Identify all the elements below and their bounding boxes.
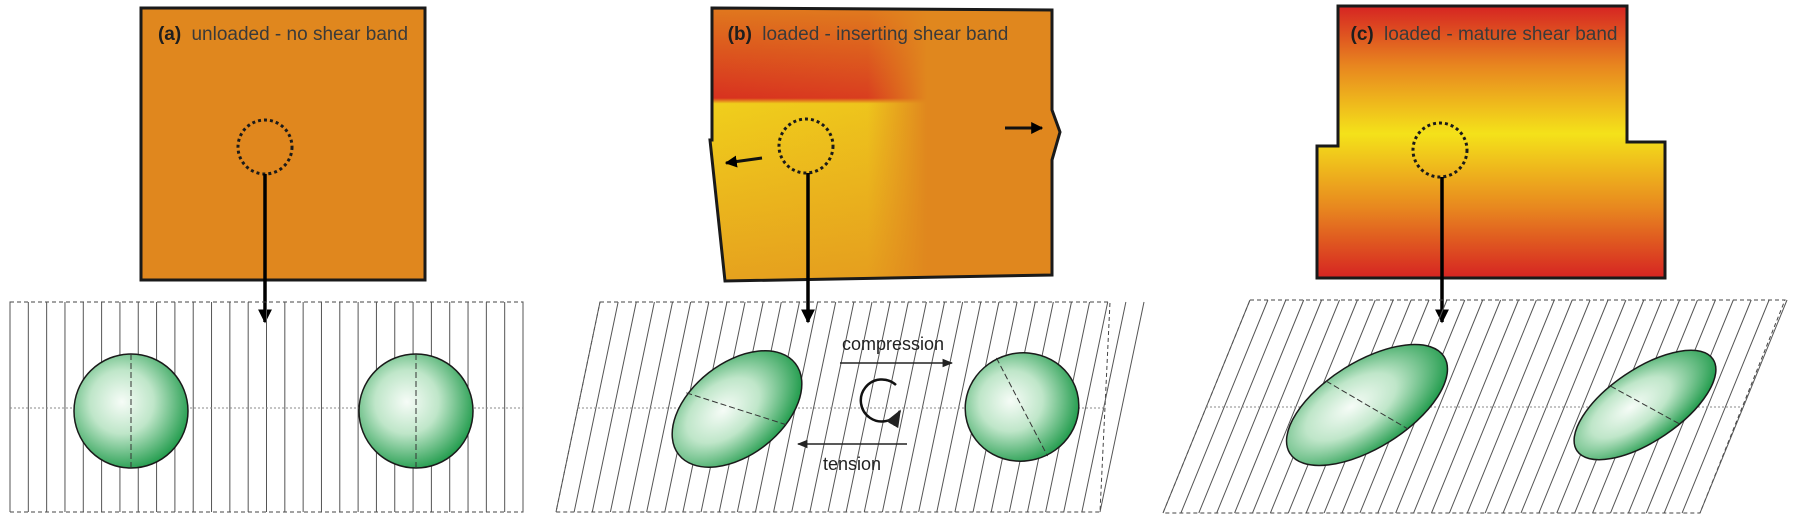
hatch-line — [845, 301, 891, 513]
panel-b-label: (b) loaded - inserting shear band — [728, 24, 1009, 45]
hatch-line — [918, 301, 964, 513]
shear-arrow-left — [724, 155, 763, 168]
hatch-line — [1180, 299, 1269, 514]
panel-c-label: (c) loaded - mature shear band — [1351, 24, 1618, 45]
hatch-line — [1520, 299, 1609, 514]
block-c — [1315, 4, 1667, 280]
hatch-line — [609, 301, 655, 513]
grain-b-right — [964, 352, 1080, 462]
hatch-line — [827, 301, 873, 513]
hatch-line — [1099, 301, 1145, 513]
sample-circle-c — [1411, 121, 1469, 179]
block-b-outline — [708, 6, 1062, 283]
hatch-line — [881, 301, 927, 513]
hatch-line — [1699, 299, 1788, 514]
hatch-line — [900, 301, 946, 513]
tension-label: tension — [823, 454, 881, 474]
hatch-line — [809, 301, 855, 513]
panel-c: (c) loaded - mature shear band — [1162, 4, 1788, 514]
grain-a-left — [73, 353, 189, 469]
panel-a-caption: unloaded - no shear band — [191, 24, 408, 45]
block-b-fade — [710, 8, 1060, 281]
panel-a: (a) unloaded - no shear band — [9, 6, 524, 513]
hatch-line — [791, 301, 837, 513]
panel-c-caption: loaded - mature shear band — [1384, 24, 1617, 45]
hatch-line — [591, 301, 637, 513]
hatch-line — [1063, 301, 1109, 513]
hatch-line — [646, 301, 692, 513]
sample-circle-b — [777, 117, 835, 175]
panel-c-letter: (c) — [1351, 24, 1374, 45]
hatch-line — [1681, 299, 1770, 514]
panel-a-label: (a) unloaded - no shear band — [158, 24, 408, 45]
hatch-line — [1081, 301, 1127, 513]
panel-b-caption: loaded - inserting shear band — [762, 24, 1008, 45]
panel-b: (b) loaded - inserting shear band compre… — [555, 6, 1145, 513]
grid-frame-b — [555, 301, 1111, 513]
block-a — [139, 6, 427, 282]
hatch-line — [1413, 299, 1502, 514]
rotation-arrow — [859, 378, 902, 429]
hatch-line — [555, 301, 601, 513]
compression-label: compression — [842, 334, 944, 354]
hatch-line — [1216, 299, 1305, 514]
hatch-line — [628, 301, 674, 513]
hatch-line — [1448, 299, 1537, 514]
grain-c-left — [1285, 343, 1449, 467]
grain-a-right — [358, 353, 474, 469]
hatch-line — [863, 301, 909, 513]
grid-c — [1162, 299, 1788, 514]
grain-b-left — [671, 350, 803, 468]
hatch-line — [1484, 299, 1573, 514]
panel-a-letter: (a) — [158, 24, 181, 45]
panel-b-letter: (b) — [728, 24, 752, 45]
grain-c-right — [1573, 349, 1717, 461]
hatch-line — [573, 301, 619, 513]
hatch-line — [936, 301, 982, 513]
